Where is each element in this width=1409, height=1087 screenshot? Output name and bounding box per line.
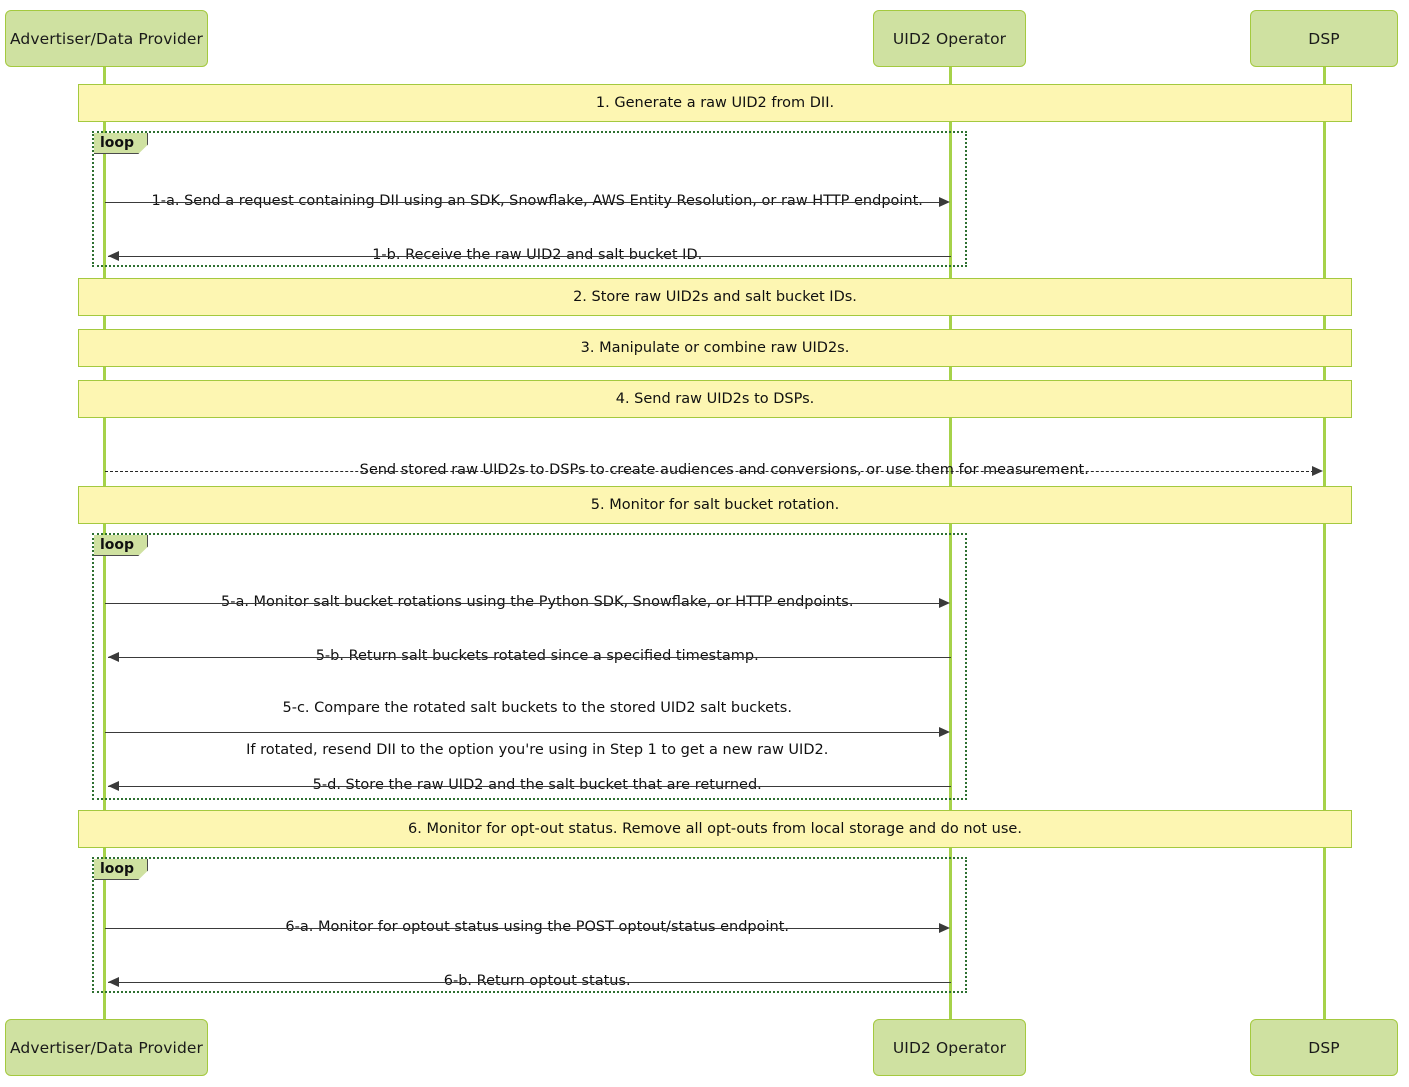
message-arrowhead-5c: [939, 727, 950, 737]
loop-label-3-text: loop: [100, 861, 135, 877]
message-label-1a-text: 1-a. Send a request containing DII using…: [151, 193, 923, 209]
note-step-1: 1. Generate a raw UID2 from DII.: [78, 84, 1352, 122]
message-line-6b: [108, 982, 951, 983]
message-arrowhead-6b: [108, 977, 119, 987]
note-step-1-label: 1. Generate a raw UID2 from DII.: [595, 95, 835, 111]
loop-label-1: loop: [94, 133, 148, 154]
note-step-4-label: 4. Send raw UID2s to DSPs.: [615, 391, 815, 407]
note-step-2: 2. Store raw UID2s and salt bucket IDs.: [78, 278, 1352, 316]
message-label-4-dsp-text: Send stored raw UID2s to DSPs to create …: [359, 462, 1089, 478]
participant-dsp-top[interactable]: DSP: [1250, 10, 1398, 67]
message-arrowhead-4-dsp: [1312, 466, 1323, 476]
participant-operator-top-label: UID2 Operator: [892, 29, 1007, 48]
note-step-5-label: 5. Monitor for salt bucket rotation.: [590, 497, 840, 513]
message-line-6a: [105, 928, 947, 929]
message-line-1b: [108, 256, 951, 257]
note-step-3-label: 3. Manipulate or combine raw UID2s.: [580, 340, 850, 356]
participant-operator-bottom-label: UID2 Operator: [892, 1038, 1007, 1057]
participant-operator-bottom[interactable]: UID2 Operator: [873, 1019, 1026, 1076]
participant-advertiser-bottom[interactable]: Advertiser/Data Provider: [5, 1019, 208, 1076]
message-line-5d: [108, 786, 951, 787]
message-label-5d: 5-d. Store the raw UID2 and the salt buc…: [105, 754, 951, 817]
message-label-5a-text: 5-a. Monitor salt bucket rotations using…: [220, 594, 854, 610]
message-arrowhead-5a: [939, 598, 950, 608]
participant-operator-top[interactable]: UID2 Operator: [873, 10, 1026, 67]
message-arrowhead-6a: [939, 923, 950, 933]
message-label-1b-text: 1-b. Receive the raw UID2 and salt bucke…: [372, 247, 703, 263]
participant-advertiser-top[interactable]: Advertiser/Data Provider: [5, 10, 208, 67]
participant-dsp-bottom-label: DSP: [1308, 1038, 1340, 1057]
message-label-1b: 1-b. Receive the raw UID2 and salt bucke…: [105, 224, 951, 287]
participant-advertiser-bottom-label: Advertiser/Data Provider: [10, 1038, 203, 1057]
loop-frame-1: [92, 131, 967, 267]
participant-advertiser-top-label: Advertiser/Data Provider: [10, 29, 203, 48]
lifeline-dsp: [1323, 66, 1326, 1022]
lifeline-operator: [949, 66, 952, 1022]
message-line-5b: [108, 657, 951, 658]
message-label-5c-line1: 5-c. Compare the rotated salt buckets to…: [282, 700, 792, 716]
message-label-6a: 6-a. Monitor for optout status using the…: [105, 896, 951, 959]
message-line-5a: [105, 603, 947, 604]
message-label-5b-text: 5-b. Return salt buckets rotated since a…: [315, 648, 759, 664]
message-arrowhead-5b: [108, 652, 119, 662]
message-arrowhead-1a: [939, 197, 950, 207]
message-label-5c: 5-c. Compare the rotated salt buckets to…: [105, 677, 951, 782]
note-step-2-label: 2. Store raw UID2s and salt bucket IDs.: [573, 289, 857, 305]
note-step-3: 3. Manipulate or combine raw UID2s.: [78, 329, 1352, 367]
loop-label-2-text: loop: [100, 537, 135, 553]
note-step-5: 5. Monitor for salt bucket rotation.: [78, 486, 1352, 524]
loop-frame-2: [92, 533, 967, 800]
message-label-6a-text: 6-a. Monitor for optout status using the…: [285, 919, 790, 935]
note-step-6: 6. Monitor for opt-out status. Remove al…: [78, 810, 1352, 848]
message-label-4-dsp: Send stored raw UID2s to DSPs to create …: [105, 439, 1325, 502]
message-arrowhead-1b: [108, 251, 119, 261]
message-label-6b-text: 6-b. Return optout status.: [443, 973, 631, 989]
message-label-6b: 6-b. Return optout status.: [105, 950, 951, 1013]
message-label-5a: 5-a. Monitor salt bucket rotations using…: [105, 571, 951, 634]
participant-dsp-bottom[interactable]: DSP: [1250, 1019, 1398, 1076]
message-label-1a: 1-a. Send a request containing DII using…: [105, 170, 951, 233]
message-label-5c-line2: If rotated, resend DII to the option you…: [246, 742, 829, 758]
participant-dsp-top-label: DSP: [1308, 29, 1340, 48]
loop-label-2: loop: [94, 535, 148, 556]
note-step-6-label: 6. Monitor for opt-out status. Remove al…: [408, 821, 1022, 837]
loop-label-3: loop: [94, 859, 148, 880]
loop-frame-3: [92, 857, 967, 993]
message-line-1a: [105, 202, 947, 203]
message-label-5b: 5-b. Return salt buckets rotated since a…: [105, 625, 951, 688]
loop-label-1-text: loop: [100, 135, 135, 151]
message-line-4-dsp: [105, 471, 1319, 472]
message-label-5d-text: 5-d. Store the raw UID2 and the salt buc…: [312, 777, 762, 793]
message-line-5c: [105, 732, 947, 733]
note-step-4: 4. Send raw UID2s to DSPs.: [78, 380, 1352, 418]
message-arrowhead-5d: [108, 781, 119, 791]
